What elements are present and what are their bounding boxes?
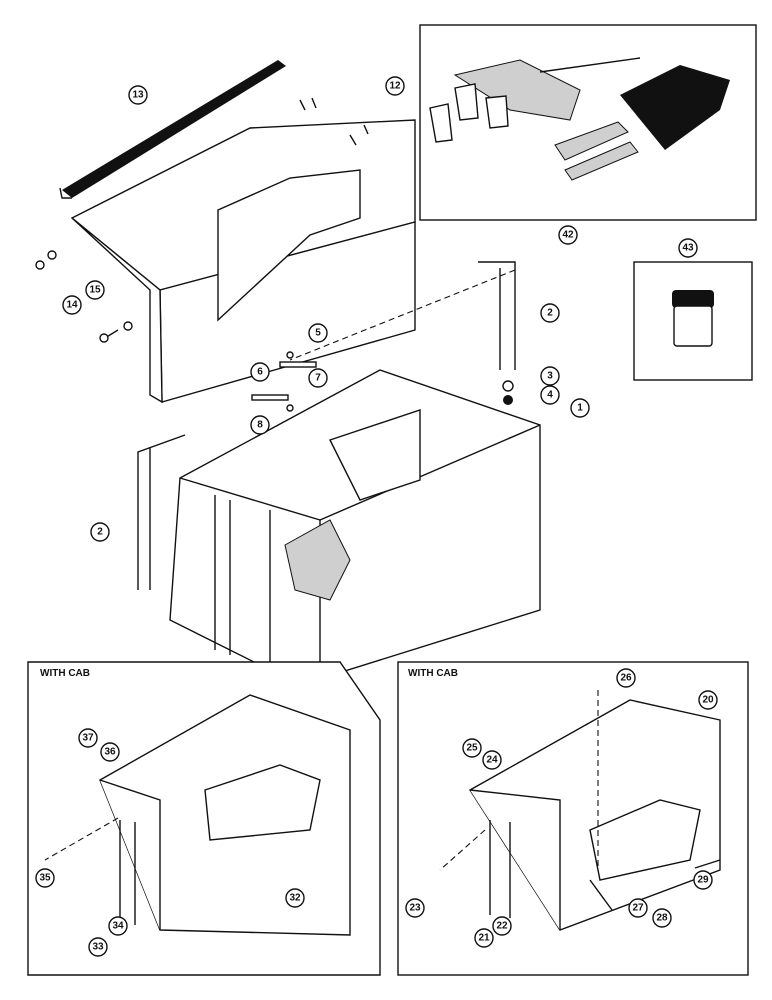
svg-text:34: 34 bbox=[112, 921, 124, 932]
callout-2-right: 2 bbox=[540, 303, 560, 323]
svg-text:3: 3 bbox=[547, 371, 553, 382]
svg-text:23: 23 bbox=[409, 903, 421, 914]
svg-text:43: 43 bbox=[682, 243, 694, 254]
cab-panel-left: WITH CAB bbox=[27, 661, 381, 976]
svg-text:8: 8 bbox=[257, 420, 263, 431]
callout-12: 12 bbox=[385, 76, 405, 96]
washer-hardware-3-4 bbox=[502, 380, 514, 405]
callout-23: 23 bbox=[405, 898, 425, 918]
callout-25: 25 bbox=[462, 738, 482, 758]
svg-text:25: 25 bbox=[466, 743, 478, 754]
tank-strap-left bbox=[137, 434, 186, 590]
svg-text:33: 33 bbox=[92, 942, 104, 953]
callout-2-left: 2 bbox=[90, 522, 110, 542]
svg-text:21: 21 bbox=[478, 933, 490, 944]
callout-14: 14 bbox=[62, 295, 82, 315]
callout-26: 26 bbox=[616, 668, 636, 688]
callout-37: 37 bbox=[78, 728, 98, 748]
svg-text:26: 26 bbox=[620, 673, 632, 684]
callout-28: 28 bbox=[652, 908, 672, 928]
kit-panel-42 bbox=[419, 24, 757, 221]
callout-13: 13 bbox=[128, 85, 148, 105]
tank-strap-right bbox=[289, 261, 516, 370]
callout-7: 7 bbox=[308, 368, 328, 388]
callout-3: 3 bbox=[540, 366, 560, 386]
svg-text:13: 13 bbox=[132, 90, 144, 101]
svg-text:2: 2 bbox=[97, 527, 103, 538]
svg-text:27: 27 bbox=[632, 903, 644, 914]
callout-32: 32 bbox=[285, 888, 305, 908]
svg-text:37: 37 bbox=[82, 733, 94, 744]
callout-42: 42 bbox=[558, 225, 578, 245]
callout-34: 34 bbox=[108, 916, 128, 936]
svg-text:29: 29 bbox=[697, 875, 709, 886]
svg-text:28: 28 bbox=[656, 913, 668, 924]
callout-24: 24 bbox=[482, 750, 502, 770]
callout-29: 29 bbox=[693, 870, 713, 890]
callout-35: 35 bbox=[35, 868, 55, 888]
callout-6: 6 bbox=[250, 362, 270, 382]
svg-text:1: 1 bbox=[577, 403, 583, 414]
kit-panel-43 bbox=[633, 261, 753, 381]
svg-text:36: 36 bbox=[104, 747, 116, 758]
svg-text:22: 22 bbox=[496, 921, 508, 932]
cab-panel-right: WITH CAB bbox=[397, 661, 749, 976]
nut-hardware-5-8 bbox=[251, 351, 317, 412]
svg-text:15: 15 bbox=[89, 285, 101, 296]
svg-text:32: 32 bbox=[289, 893, 301, 904]
callout-22: 22 bbox=[492, 916, 512, 936]
bolt-hardware-14-15 bbox=[35, 250, 133, 343]
callout-36: 36 bbox=[100, 742, 120, 762]
callout-1: 1 bbox=[570, 398, 590, 418]
rubber-strip-part bbox=[59, 60, 286, 199]
svg-text:12: 12 bbox=[389, 81, 401, 92]
callout-20: 20 bbox=[698, 690, 718, 710]
shield-panel-part bbox=[70, 97, 416, 404]
callout-43: 43 bbox=[678, 238, 698, 258]
callout-4: 4 bbox=[540, 385, 560, 405]
svg-text:35: 35 bbox=[39, 873, 51, 884]
cab-panel-right-label: WITH CAB bbox=[408, 668, 458, 679]
svg-text:14: 14 bbox=[66, 300, 78, 311]
callout-8: 8 bbox=[250, 415, 270, 435]
callout-5: 5 bbox=[308, 323, 328, 343]
svg-text:2: 2 bbox=[547, 308, 553, 319]
callout-21: 21 bbox=[474, 928, 494, 948]
callout-27: 27 bbox=[628, 898, 648, 918]
callout-33: 33 bbox=[88, 937, 108, 957]
svg-text:42: 42 bbox=[562, 230, 574, 241]
svg-text:7: 7 bbox=[315, 373, 321, 384]
cab-panel-left-label: WITH CAB bbox=[40, 668, 90, 679]
svg-text:20: 20 bbox=[702, 695, 714, 706]
svg-text:5: 5 bbox=[315, 328, 321, 339]
svg-text:4: 4 bbox=[547, 390, 553, 401]
fuel-tank-part bbox=[169, 369, 541, 686]
callout-15: 15 bbox=[85, 280, 105, 300]
svg-text:6: 6 bbox=[257, 367, 263, 378]
svg-text:24: 24 bbox=[486, 755, 498, 766]
